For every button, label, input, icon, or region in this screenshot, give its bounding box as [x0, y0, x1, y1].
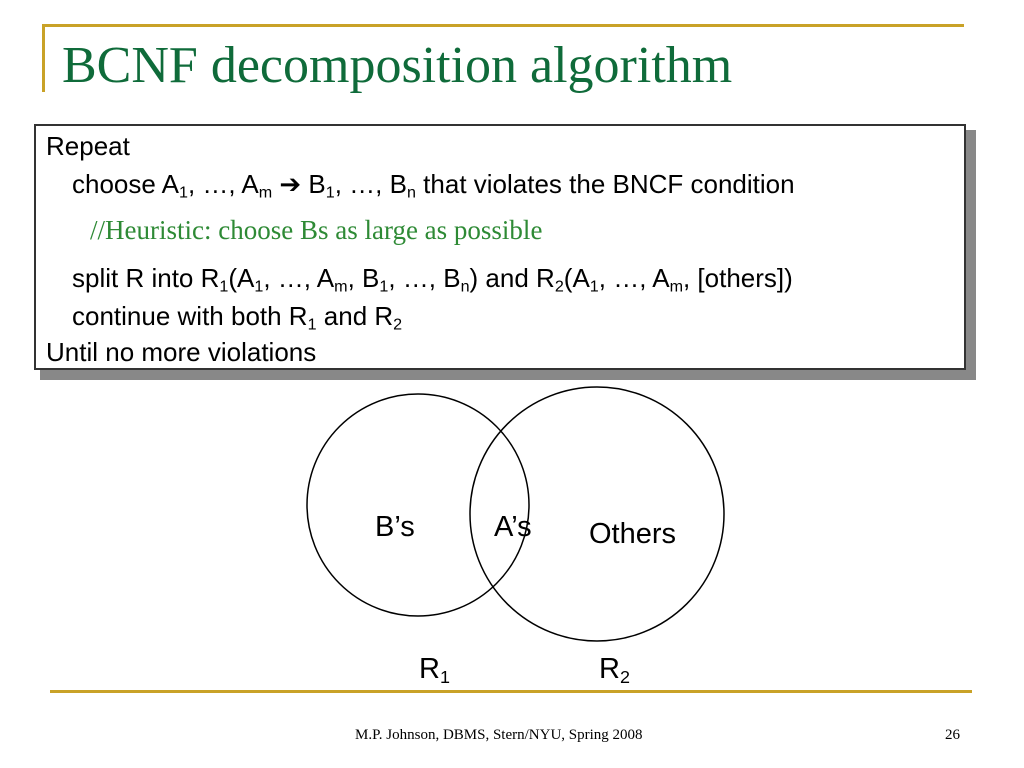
venn-diagram — [306, 386, 725, 642]
repeat-line: Repeat — [46, 131, 130, 161]
top-accent-rule — [42, 24, 964, 27]
algorithm-box: Repeat choose A1, …, Am ➔ B1, …, Bn that… — [34, 124, 966, 370]
heuristic-comment: //Heuristic: choose Bs as large as possi… — [90, 215, 543, 245]
choose-line: choose A1, …, Am ➔ B1, …, Bn that violat… — [72, 169, 795, 202]
r2-circle — [469, 386, 725, 642]
others-region-label: Others — [589, 518, 677, 550]
r2-label: R2 — [599, 653, 630, 688]
footer-credit: M.P. Johnson, DBMS, Stern/NYU, Spring 20… — [355, 727, 643, 743]
slide-title: BCNF decomposition algorithm — [62, 37, 733, 94]
split-line: split R into R1(A1, …, Am, B1, …, Bn) an… — [72, 263, 793, 296]
as-region-label: A’s — [494, 511, 532, 543]
r1-circle — [306, 393, 530, 617]
r1-label: R1 — [419, 653, 450, 688]
until-line: Until no more violations — [46, 337, 317, 367]
page-number: 26 — [945, 727, 960, 743]
bottom-accent-rule — [50, 690, 972, 693]
right-arrow-icon: ➔ — [272, 169, 309, 199]
continue-line: continue with both R1 and R2 — [72, 301, 403, 334]
bs-region-label: B’s — [375, 511, 415, 543]
left-accent-rule — [42, 24, 45, 92]
